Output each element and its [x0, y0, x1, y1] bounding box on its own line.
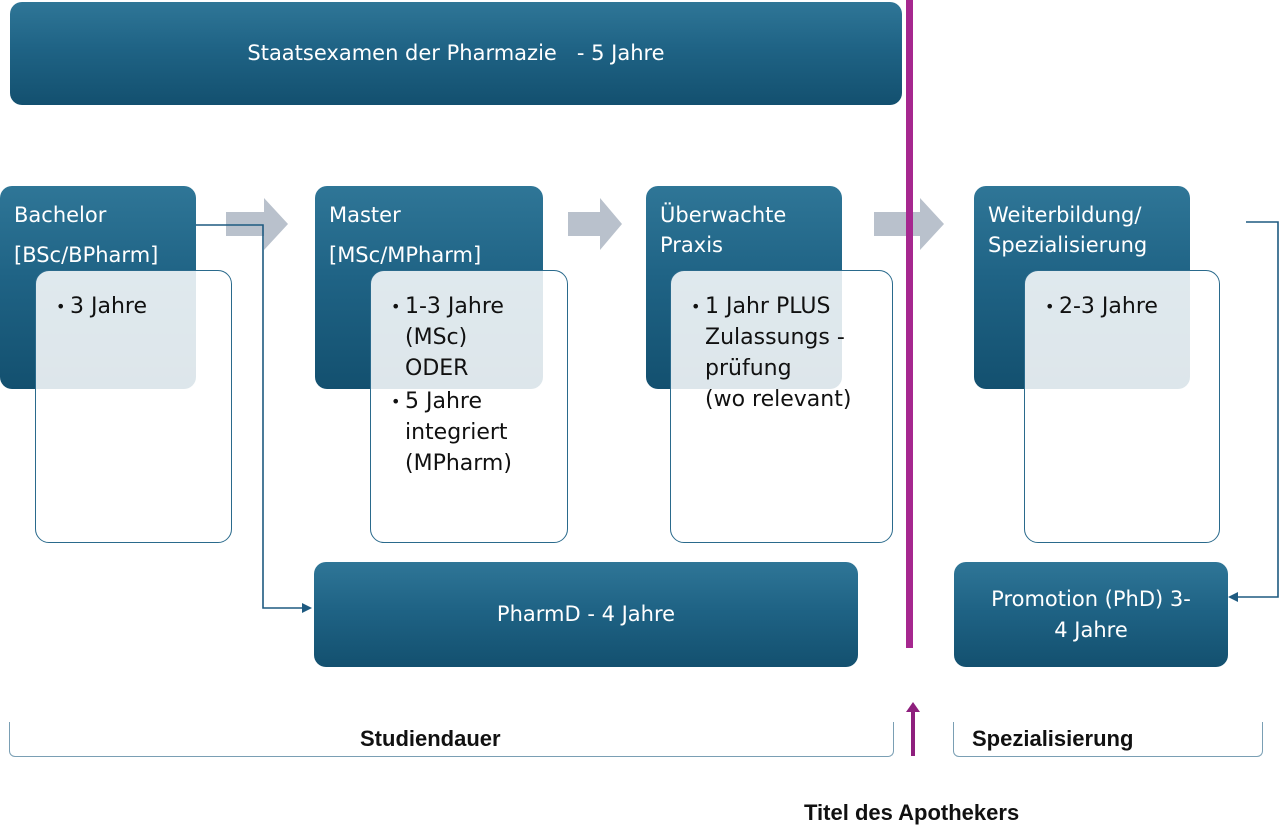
stage-title-line: Überwachte — [660, 203, 787, 227]
detail-line: (MPharm) — [405, 451, 512, 476]
staatsexamen-label: Staatsexamen der Pharmazie - 5 Jahre — [247, 41, 665, 65]
detail-line: 2-3 Jahre — [1059, 294, 1158, 319]
detail-item: 1-3 Jahre (MSc) ODER — [391, 291, 559, 384]
pharmd-label: PharmD - 4 Jahre — [496, 602, 676, 626]
detail-line: 1-3 Jahre — [405, 294, 504, 319]
promotion-line: Promotion (PhD) 3- — [991, 586, 1191, 611]
detail-line: (wo relevant) — [705, 387, 852, 412]
stage-praxis-details: 1 Jahr PLUS Zulassungs - prüfung (wo rel… — [670, 270, 893, 543]
stage-title-line: [BSc/BPharm] — [14, 243, 159, 267]
promotion-line: 4 Jahre — [1054, 617, 1128, 642]
detail-line: Zulassungs - — [705, 325, 845, 350]
stage-title-line: Bachelor — [14, 203, 107, 227]
footer-title: Titel des Apothekers — [804, 800, 1020, 825]
stage-master-details: 1-3 Jahre (MSc) ODER 5 Jahre integriert … — [370, 270, 568, 543]
detail-item: 1 Jahr PLUS Zulassungs - prüfung (wo rel… — [691, 291, 884, 415]
detail-item: 2-3 Jahre — [1045, 291, 1211, 322]
detail-line: 5 Jahre — [405, 389, 482, 414]
stage-title-line: Master — [329, 203, 401, 227]
promotion-box: Promotion (PhD) 3- 4 Jahre — [954, 562, 1228, 667]
stage-title-line: Spezialisierung — [988, 233, 1148, 257]
stage-title-line: Weiterbildung/ — [988, 203, 1142, 227]
pharmd-bar: PharmD - 4 Jahre — [314, 562, 858, 667]
bracket-studiendauer — [9, 722, 894, 757]
detail-line: 3 Jahre — [70, 294, 147, 319]
detail-item: 3 Jahre — [56, 291, 223, 322]
detail-line: (MSc) — [405, 325, 468, 350]
bracket-label-spezialisierung: Spezialisierung — [966, 726, 1140, 752]
arrow-bachelor-to-master — [226, 198, 288, 250]
bracket-label-studiendauer: Studiendauer — [354, 726, 507, 752]
arrow-master-to-praxis — [568, 198, 622, 250]
title-arrow-icon — [906, 702, 920, 756]
detail-item: 5 Jahre integriert (MPharm) — [391, 386, 559, 479]
bracket-spezialisierung — [953, 722, 1263, 757]
stage-bachelor-details: 3 Jahre — [35, 270, 232, 543]
detail-line: ODER — [405, 356, 469, 381]
detail-line: 1 Jahr PLUS — [705, 294, 831, 319]
stage-weiterbildung-details: 2-3 Jahre — [1024, 270, 1220, 543]
staatsexamen-bar: Staatsexamen der Pharmazie - 5 Jahre — [10, 2, 902, 105]
detail-line: integriert — [405, 420, 508, 445]
detail-line: prüfung — [705, 356, 792, 381]
stage-title-line: Praxis — [660, 233, 723, 257]
title-divider-line — [906, 0, 913, 648]
stage-title-line: [MSc/MPharm] — [329, 243, 482, 267]
